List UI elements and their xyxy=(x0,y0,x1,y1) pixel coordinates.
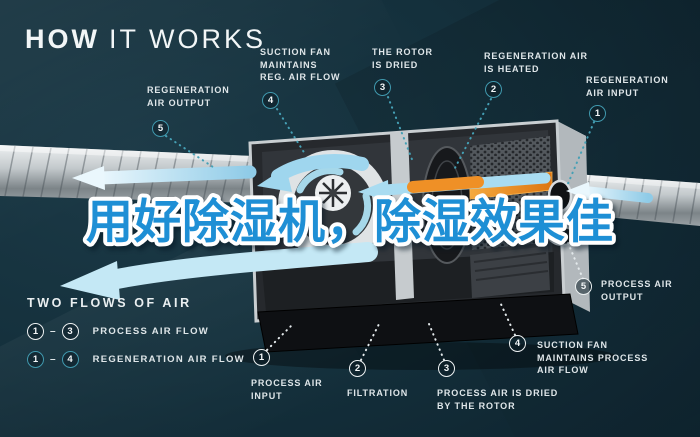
legend-badge-from: 1 xyxy=(27,323,44,340)
callout-badge-suction-process: 4 xyxy=(509,335,526,352)
regen-inlet-port xyxy=(547,179,573,213)
leader-lines xyxy=(165,96,595,361)
legend-badge-to: 4 xyxy=(61,351,79,368)
legend-row-regen: 1 – 4 REGENERATION AIR FLOW xyxy=(27,351,245,368)
leader-regen-output xyxy=(165,135,214,168)
callout-badge-filtration: 2 xyxy=(349,360,366,377)
callout-label-filtration: FILTRATION xyxy=(347,388,409,398)
page-title: HOW IT WORKS xyxy=(25,24,266,55)
divider-panel xyxy=(390,131,414,300)
leader-rotor-dried xyxy=(387,96,414,163)
callout-label-rotor-dried: THE ROTOR IS DRIED xyxy=(372,47,433,70)
callout-label-process-output: PROCESS AIR OUTPUT xyxy=(601,279,673,302)
callout-label-process-input: PROCESS AIR INPUT xyxy=(251,378,323,401)
legend-row-process: 1 – 3 PROCESS AIR FLOW xyxy=(27,323,245,340)
leader-suction-regen xyxy=(276,108,306,155)
machine-base xyxy=(257,293,579,353)
legend-heading: TWO FLOWS OF AIR xyxy=(27,296,192,310)
legend-dash: – xyxy=(50,354,56,365)
legend-badge-from: 1 xyxy=(27,351,44,368)
callout-badge-process-output: 5 xyxy=(575,278,592,295)
leader-process-output xyxy=(561,227,584,280)
callout-label-regen-heated: REGENERATION AIR IS HEATED xyxy=(484,51,588,74)
callout-badge-4: 4 xyxy=(262,92,279,109)
title-bold: HOW xyxy=(25,24,100,54)
leader-regen-heated xyxy=(454,98,492,169)
legend: TWO FLOWS OF AIR 1 – 3 PROCESS AIR FLOW … xyxy=(27,296,245,379)
regen-output-arrow xyxy=(93,165,257,185)
callout-label-regen-input: REGENERATION AIR INPUT xyxy=(586,75,669,98)
airflow-arrows xyxy=(60,154,653,300)
leader-process-dried xyxy=(428,323,445,361)
callout-label-regen-air-output: REGENERATION AIR OUTPUT xyxy=(147,85,230,108)
process-output-arrow xyxy=(102,242,378,290)
heated-air-arrow xyxy=(407,176,484,193)
callout-badge-3: 3 xyxy=(374,79,391,96)
legend-dash: – xyxy=(50,326,56,337)
title-light: IT WORKS xyxy=(108,24,266,54)
callout-badge-process-input: 1 xyxy=(253,349,270,366)
leader-filtration xyxy=(360,323,380,361)
callout-badge-1: 1 xyxy=(589,105,606,122)
legend-label-regen: REGENERATION AIR FLOW xyxy=(92,354,245,365)
leader-suction-process xyxy=(499,301,516,336)
headline-overlay: 用好除湿机，除湿效果佳 xyxy=(82,191,617,252)
leader-process-input xyxy=(266,325,292,351)
callout-label-suction-process: SUCTION FAN MAINTAINS PROCESS AIR FLOW xyxy=(537,340,649,376)
callout-badge-2: 2 xyxy=(485,81,502,98)
legend-label-process: PROCESS AIR FLOW xyxy=(92,326,210,337)
callout-badge-5: 5 xyxy=(152,120,169,137)
legend-badge-to: 3 xyxy=(61,323,79,340)
headline-text-cn: 用好除湿机，除湿效果佳 xyxy=(86,195,614,248)
callout-badge-process-dried: 3 xyxy=(438,360,455,377)
leader-regen-input xyxy=(566,121,595,187)
callout-label-suction-fan-regen: SUCTION FAN MAINTAINS REG. AIR FLOW xyxy=(260,47,341,83)
regen-input-arrow xyxy=(580,186,653,203)
callout-label-process-dried: PROCESS AIR IS DRIED BY THE ROTOR xyxy=(437,388,559,411)
